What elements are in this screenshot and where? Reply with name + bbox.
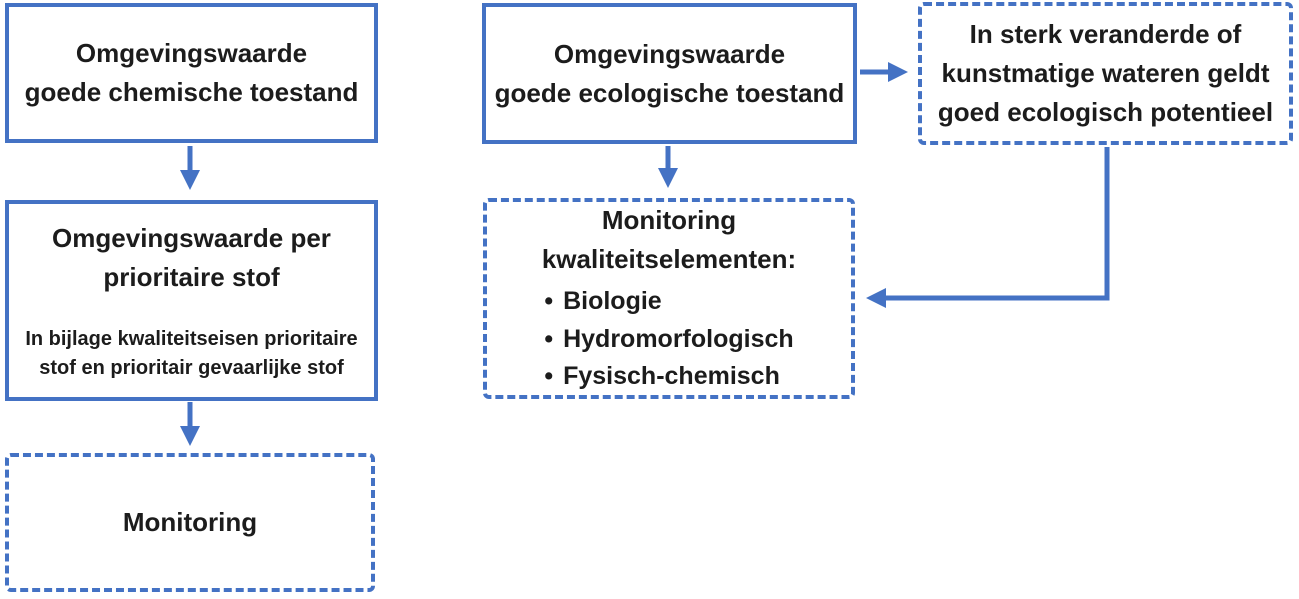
list-item: • Fysisch-chemisch	[544, 358, 793, 396]
node-subtitle: In bijlage kwaliteitseisen prioritaire s…	[25, 327, 358, 379]
bullet-icon: •	[544, 287, 554, 316]
list-item: • Hydromorfologisch	[544, 321, 793, 359]
node-monitoring: Monitoring	[5, 453, 375, 592]
node-title: Omgevingswaarde per prioritaire stof	[52, 222, 331, 292]
node-goed-ecologisch-potentieel: In sterk veranderde of kunstmatige water…	[918, 2, 1293, 145]
bullet-icon: •	[544, 324, 554, 353]
node-title: In sterk veranderde of kunstmatige water…	[937, 19, 1274, 127]
node-omgevingswaarde-chemisch: Omgevingswaarde goede chemische toestand	[5, 3, 378, 143]
list-item-label: Fysisch-chemisch	[563, 362, 780, 391]
node-title: Omgevingswaarde goede ecologische toesta…	[494, 38, 845, 108]
node-title: Monitoring	[122, 507, 258, 537]
node-omgevingswaarde-prioritaire-stof: Omgevingswaarde per prioritaire stof In …	[5, 200, 378, 401]
list-item: • Biologie	[544, 283, 793, 321]
list-item-label: Hydromorfologisch	[563, 324, 794, 353]
node-title: Omgevingswaarde goede chemische toestand	[24, 38, 359, 107]
bullet-icon: •	[544, 362, 554, 391]
kwaliteit-bullet-list: • Biologie • Hydromorfologisch • Fysisch-ch…	[544, 283, 793, 396]
node-monitoring-kwaliteitselementen: Monitoring kwaliteitselementen: • Biologi…	[483, 198, 855, 399]
node-title: Monitoring kwaliteitselementen:	[541, 205, 797, 275]
list-item-label: Biologie	[563, 287, 662, 316]
arrow-potentieel-to-kwaliteit	[866, 147, 1110, 308]
node-omgevingswaarde-ecologisch: Omgevingswaarde goede ecologische toesta…	[482, 3, 857, 144]
